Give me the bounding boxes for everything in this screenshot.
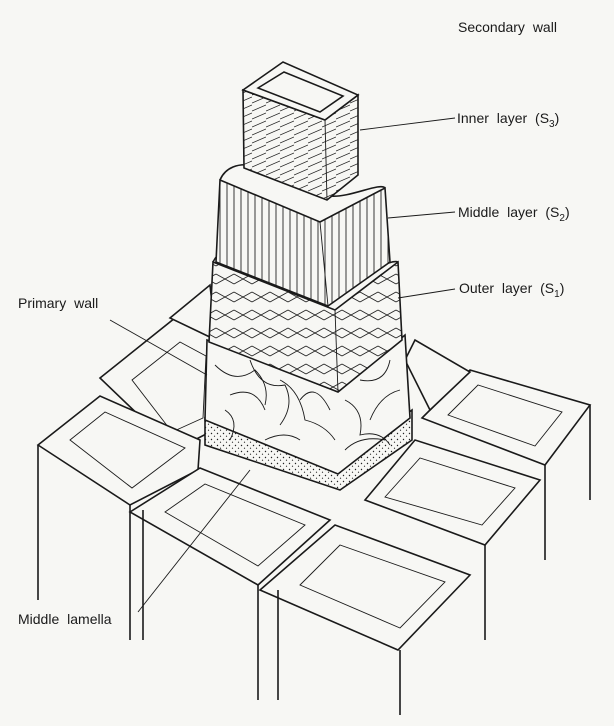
- outer-layer-label: Outer layer (S1): [459, 280, 564, 300]
- cell-left: [36, 395, 201, 506]
- cell-front: [258, 524, 472, 651]
- secondary-wall-label: Secondary wall: [458, 19, 557, 35]
- inner-layer-s3-block: [241, 61, 360, 201]
- primary-wall-label: Primary wall: [18, 295, 98, 311]
- primary-wall-block: [204, 333, 411, 475]
- middle-layer-label: Middle layer (S2): [458, 204, 570, 224]
- cell-right: [363, 439, 542, 546]
- cell-front-left: [128, 467, 332, 586]
- cell-back-right: [404, 338, 472, 412]
- middle-lamella-label: Middle lamella: [18, 611, 112, 627]
- inner-layer-label: Inner layer (S3): [457, 110, 559, 130]
- leader-lines: [109, 117, 456, 613]
